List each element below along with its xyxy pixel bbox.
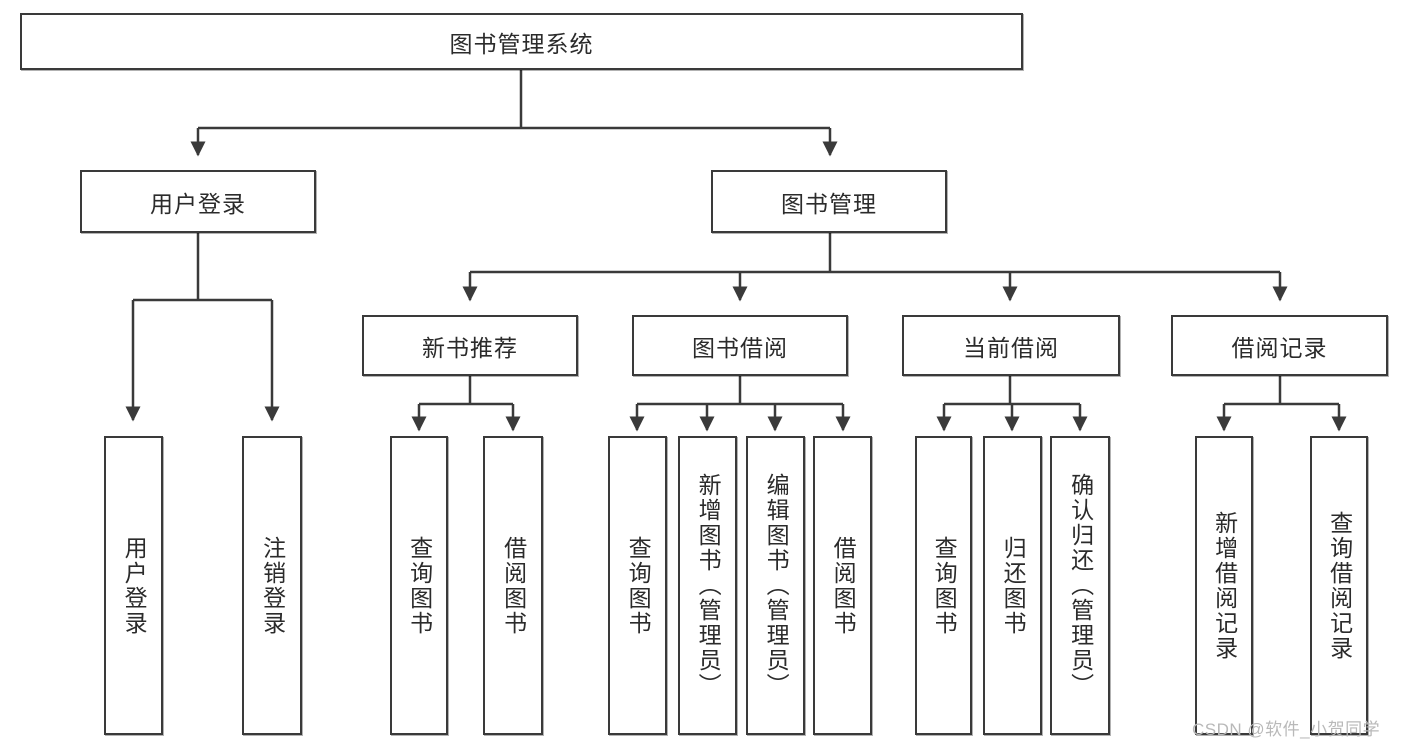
node-label: 确认归还（管理员） <box>1067 473 1094 698</box>
node-label: 借阅记录 <box>1231 334 1328 361</box>
node-leaf-add-borrow-record[interactable]: 新增借阅记录 <box>1195 436 1253 735</box>
node-level2-borrow-record[interactable]: 借阅记录 <box>1171 315 1388 376</box>
node-leaf-edit-book-admin[interactable]: 编辑图书（管理员） <box>746 436 805 735</box>
node-leaf-add-book-admin[interactable]: 新增图书（管理员） <box>678 436 737 735</box>
node-level2-current-borrow[interactable]: 当前借阅 <box>902 315 1120 376</box>
node-label: 注销登录 <box>259 535 286 636</box>
node-label: 查询借阅记录 <box>1326 510 1353 661</box>
node-label: 借阅图书 <box>830 535 857 636</box>
node-label: 用户登录 <box>150 190 246 217</box>
node-leaf-confirm-return-admin[interactable]: 确认归还（管理员） <box>1050 436 1110 735</box>
node-leaf-borrow-book-recommend[interactable]: 借阅图书 <box>483 436 543 735</box>
node-level1-user-login[interactable]: 用户登录 <box>80 170 316 233</box>
node-label: 查询图书 <box>625 535 652 636</box>
node-label: 新增借阅记录 <box>1211 510 1238 661</box>
node-label: 查询图书 <box>931 535 958 636</box>
node-label: 图书借阅 <box>692 334 788 361</box>
node-level1-book-management[interactable]: 图书管理 <box>711 170 947 233</box>
node-leaf-query-borrow-record[interactable]: 查询借阅记录 <box>1310 436 1368 735</box>
node-root[interactable]: 图书管理系统 <box>20 13 1023 70</box>
node-leaf-query-book-recommend[interactable]: 查询图书 <box>390 436 448 735</box>
node-leaf-query-book-current[interactable]: 查询图书 <box>915 436 972 735</box>
node-label: 查询图书 <box>406 535 433 636</box>
node-leaf-query-book-borrow[interactable]: 查询图书 <box>608 436 667 735</box>
node-label: 编辑图书（管理员） <box>763 473 790 698</box>
node-label: 当前借阅 <box>963 334 1059 361</box>
node-level2-new-book-recommend[interactable]: 新书推荐 <box>362 315 578 376</box>
node-label: 用户登录 <box>121 535 148 636</box>
node-label: 新书推荐 <box>422 334 518 361</box>
node-label: 归还图书 <box>1000 535 1027 636</box>
node-label: 借阅图书 <box>500 535 527 636</box>
node-level2-book-borrow[interactable]: 图书借阅 <box>632 315 848 376</box>
node-leaf-return-book[interactable]: 归还图书 <box>983 436 1042 735</box>
node-leaf-borrow-book[interactable]: 借阅图书 <box>813 436 872 735</box>
csdn-watermark: CSDN @软件_小贺同学 <box>1192 720 1381 739</box>
node-root-label: 图书管理系统 <box>449 30 594 57</box>
node-label: 新增图书（管理员） <box>695 473 722 698</box>
node-label: 图书管理 <box>781 190 877 217</box>
node-leaf-logout[interactable]: 注销登录 <box>242 436 302 735</box>
node-leaf-user-login[interactable]: 用户登录 <box>104 436 163 735</box>
